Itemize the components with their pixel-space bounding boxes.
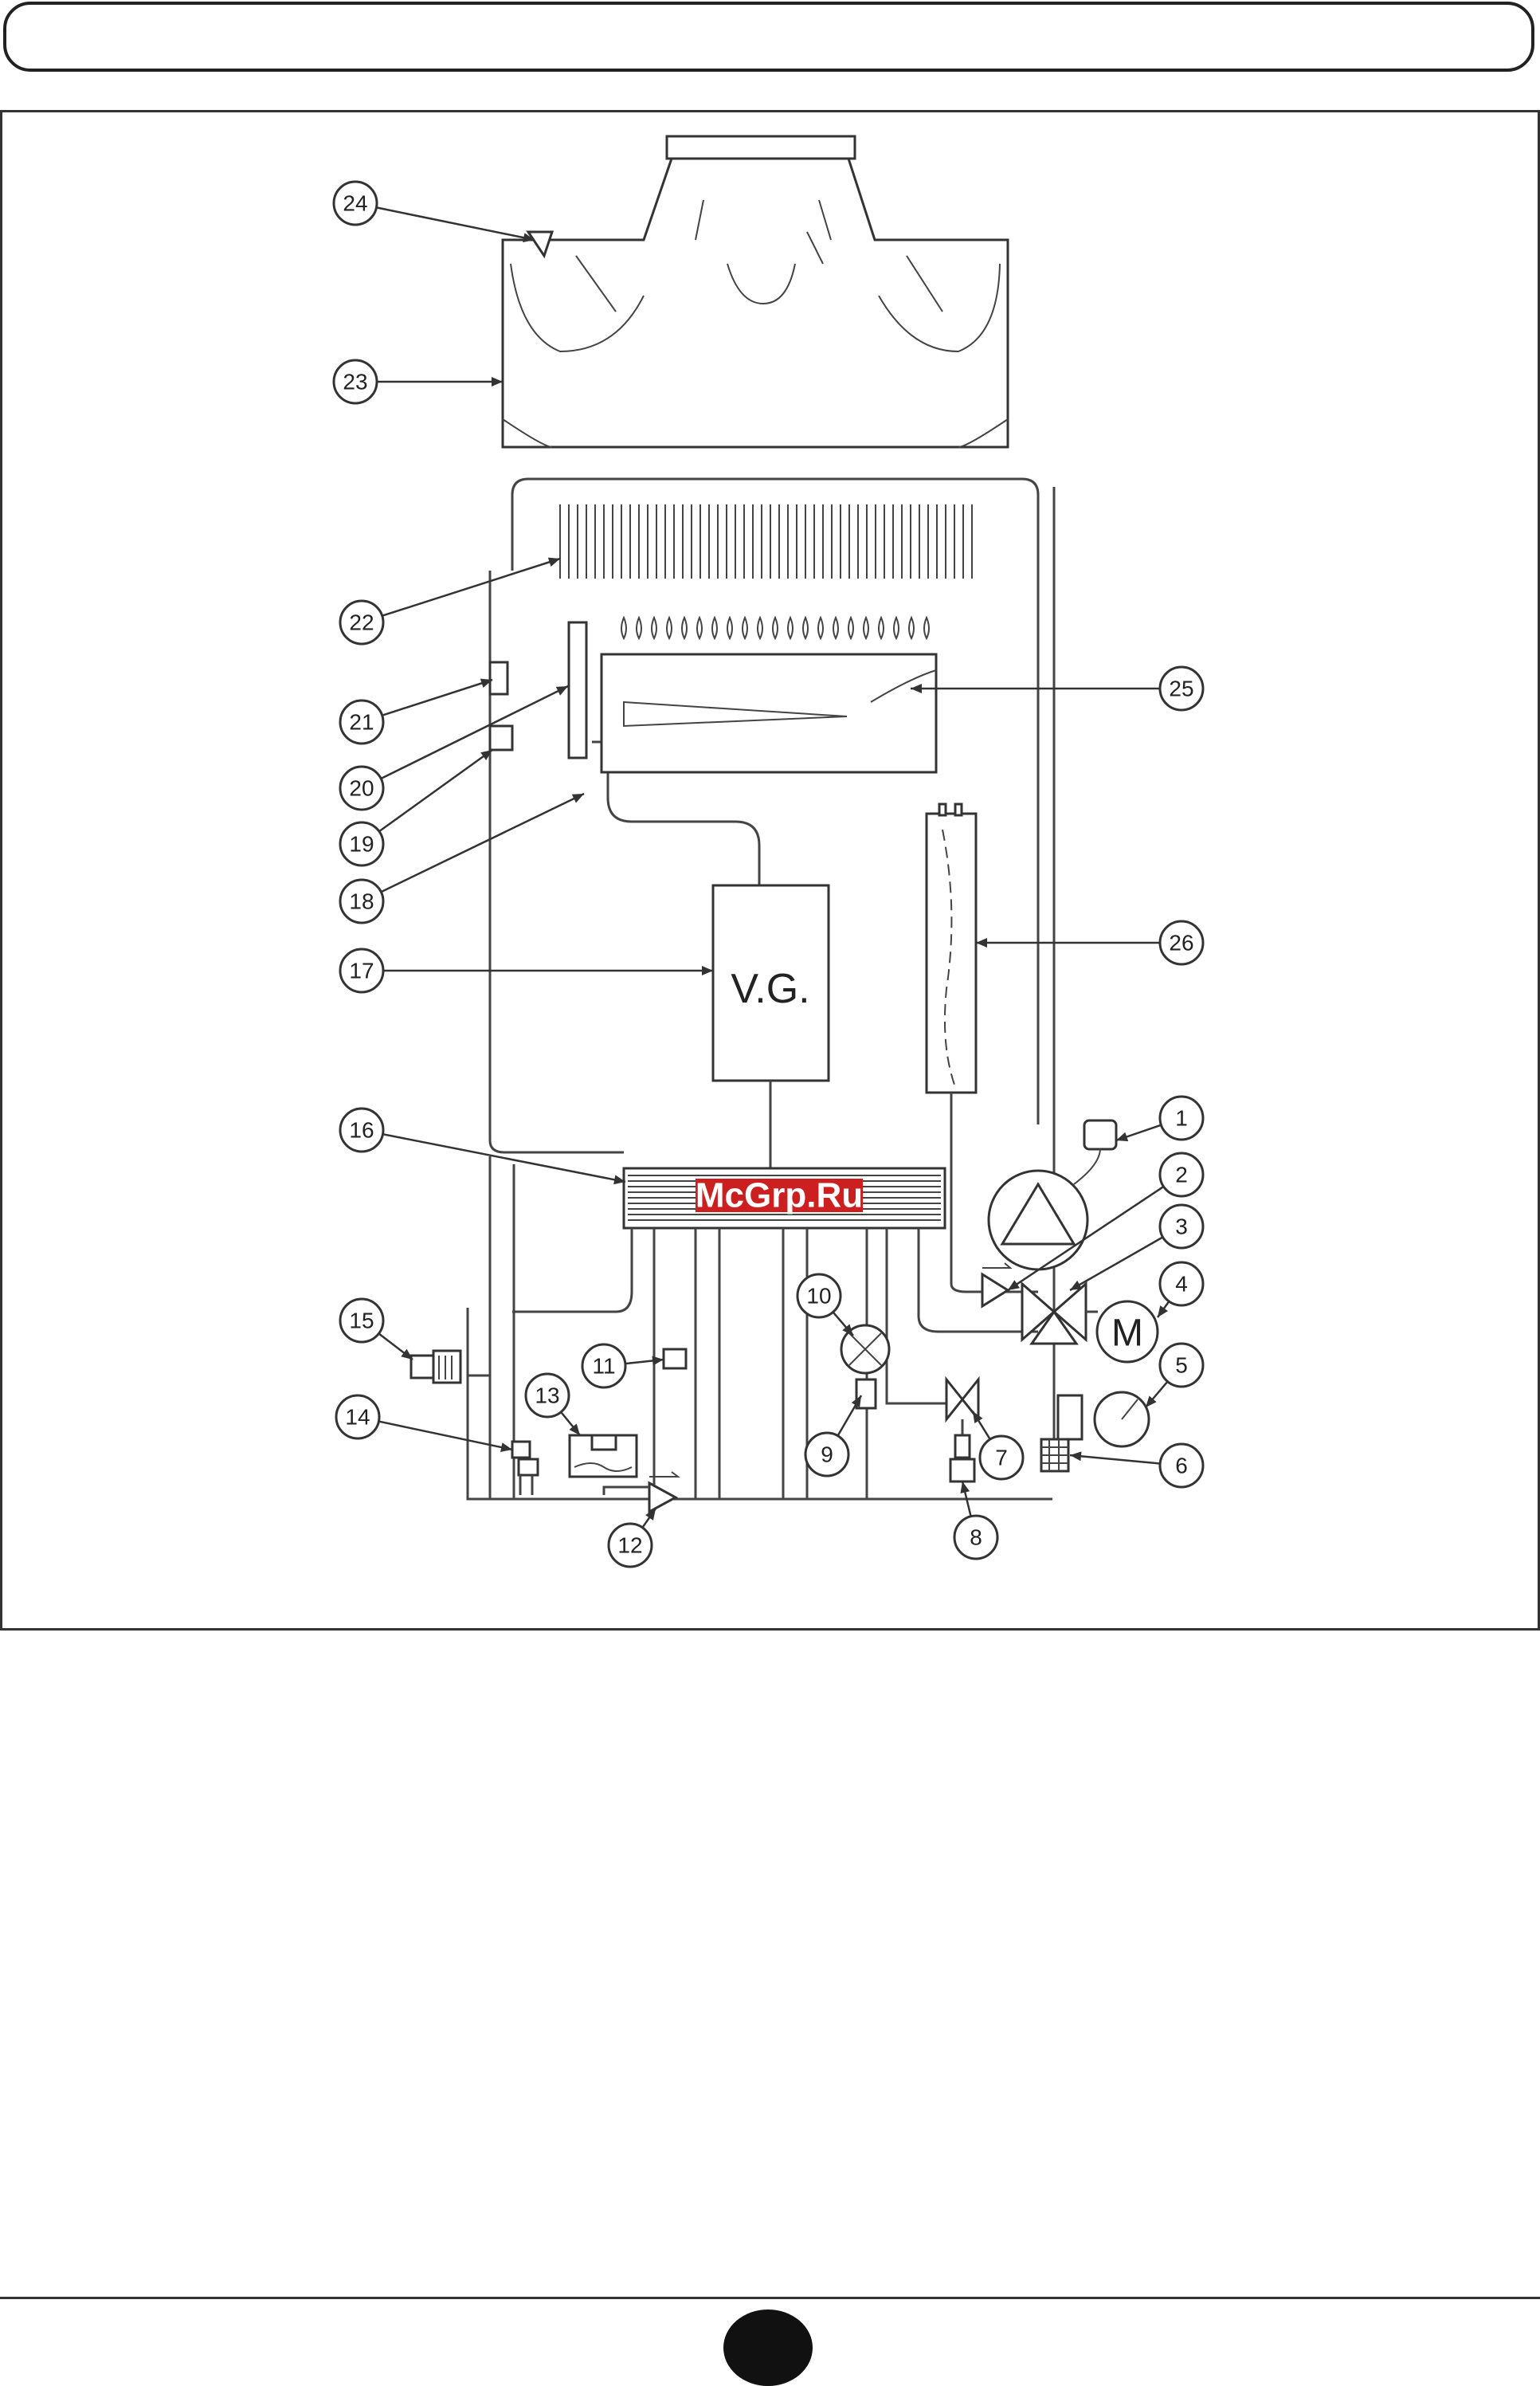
callout-number-22: 22 <box>349 610 374 635</box>
flame <box>864 618 868 638</box>
flame <box>773 618 778 638</box>
callout-number-9: 9 <box>821 1442 833 1467</box>
callout-number-3: 3 <box>1175 1215 1188 1239</box>
flame <box>652 618 656 638</box>
callout-leader-22 <box>382 559 560 616</box>
page-number-badge <box>723 2309 813 2386</box>
callout-number-23: 23 <box>343 370 367 394</box>
flame <box>818 618 823 638</box>
callout-arrowhead-15 <box>401 1349 413 1360</box>
diagram-frame: V.G. McGrp.Ru M <box>0 110 1540 1631</box>
burner <box>602 618 936 772</box>
flame <box>667 618 672 638</box>
callout-number-18: 18 <box>349 889 374 914</box>
callout-arrowhead-14 <box>500 1442 512 1452</box>
flame <box>879 618 884 638</box>
filling-tap-14 <box>512 1442 538 1495</box>
callout-number-13: 13 <box>535 1383 559 1408</box>
flame <box>833 618 838 638</box>
callout-number-25: 25 <box>1169 677 1193 701</box>
callout-arrowhead-1 <box>1116 1132 1128 1141</box>
footer-rule <box>0 2297 1540 2299</box>
watermark-text: McGrp.Ru <box>696 1176 863 1215</box>
callout-number-15: 15 <box>349 1309 374 1333</box>
callout-number-10: 10 <box>806 1284 831 1309</box>
boiler-schematic: V.G. McGrp.Ru M <box>2 112 1538 1628</box>
three-way-valve: M <box>1022 1284 1158 1362</box>
flame <box>621 618 626 638</box>
callout-leader-24 <box>376 207 535 240</box>
callout-number-1: 1 <box>1175 1106 1188 1131</box>
flame <box>788 618 793 638</box>
flue-hood <box>503 136 1008 447</box>
callout-number-2: 2 <box>1175 1163 1188 1187</box>
pressure-switch-13 <box>570 1435 637 1477</box>
callout-arrowhead-23 <box>492 377 503 387</box>
callout-number-14: 14 <box>345 1405 370 1430</box>
flame <box>637 618 641 638</box>
gas-valve-label: V.G. <box>731 966 809 1012</box>
heat-exchanger <box>560 504 972 579</box>
callout-arrowhead-4 <box>1158 1305 1168 1317</box>
callout-arrowhead-17 <box>702 966 713 975</box>
gauge-15 <box>411 1351 460 1383</box>
flame <box>848 618 853 638</box>
filter-6 <box>1041 1439 1068 1471</box>
callout-number-11: 11 <box>592 1354 615 1379</box>
motor-label: M <box>1111 1313 1143 1355</box>
callout-number-19: 19 <box>349 832 374 857</box>
callout-leader-3 <box>1070 1237 1163 1290</box>
flame <box>682 618 687 638</box>
callout-number-12: 12 <box>617 1533 642 1558</box>
callout-number-16: 16 <box>349 1118 374 1143</box>
flame <box>697 618 702 638</box>
flame <box>712 618 717 638</box>
flame <box>803 618 808 638</box>
callout-number-6: 6 <box>1175 1454 1188 1478</box>
burner-flames <box>621 618 929 638</box>
callout-arrowhead-26 <box>976 938 987 948</box>
callout-number-7: 7 <box>995 1446 1008 1470</box>
callout-number-5: 5 <box>1175 1353 1188 1378</box>
safety-valve <box>946 1379 978 1481</box>
flame <box>727 618 732 638</box>
flame <box>743 618 747 638</box>
flame <box>924 618 929 638</box>
circulation-pump <box>989 1120 1116 1270</box>
flame <box>758 618 762 638</box>
pressure-gauge <box>1058 1392 1149 1446</box>
gas-valve: V.G. <box>713 885 829 1168</box>
callout-leader-21 <box>382 680 492 716</box>
callout-leader-14 <box>378 1422 512 1450</box>
callout-leader-6 <box>1070 1455 1160 1464</box>
callout-number-4: 4 <box>1175 1272 1188 1297</box>
callout-number-21: 21 <box>349 710 374 735</box>
temperature-sensor-11 <box>664 1349 686 1368</box>
callout-number-26: 26 <box>1169 931 1193 956</box>
callout-leader-20 <box>381 686 568 779</box>
callout-arrowhead-22 <box>548 558 560 567</box>
callout-arrowhead-2 <box>1008 1280 1020 1290</box>
callout-leader-19 <box>379 750 492 831</box>
non-return-valve-2 <box>982 1263 1010 1306</box>
callout-number-24: 24 <box>343 191 367 216</box>
callout-number-8: 8 <box>970 1525 982 1550</box>
callout-arrowhead-8 <box>960 1481 970 1493</box>
callout-number-20: 20 <box>349 776 374 801</box>
flow-switch <box>841 1325 889 1408</box>
callout-leader-16 <box>382 1134 625 1182</box>
header-bar <box>3 2 1534 72</box>
callout-number-17: 17 <box>349 959 374 983</box>
flame <box>909 618 914 638</box>
flame <box>894 618 899 638</box>
